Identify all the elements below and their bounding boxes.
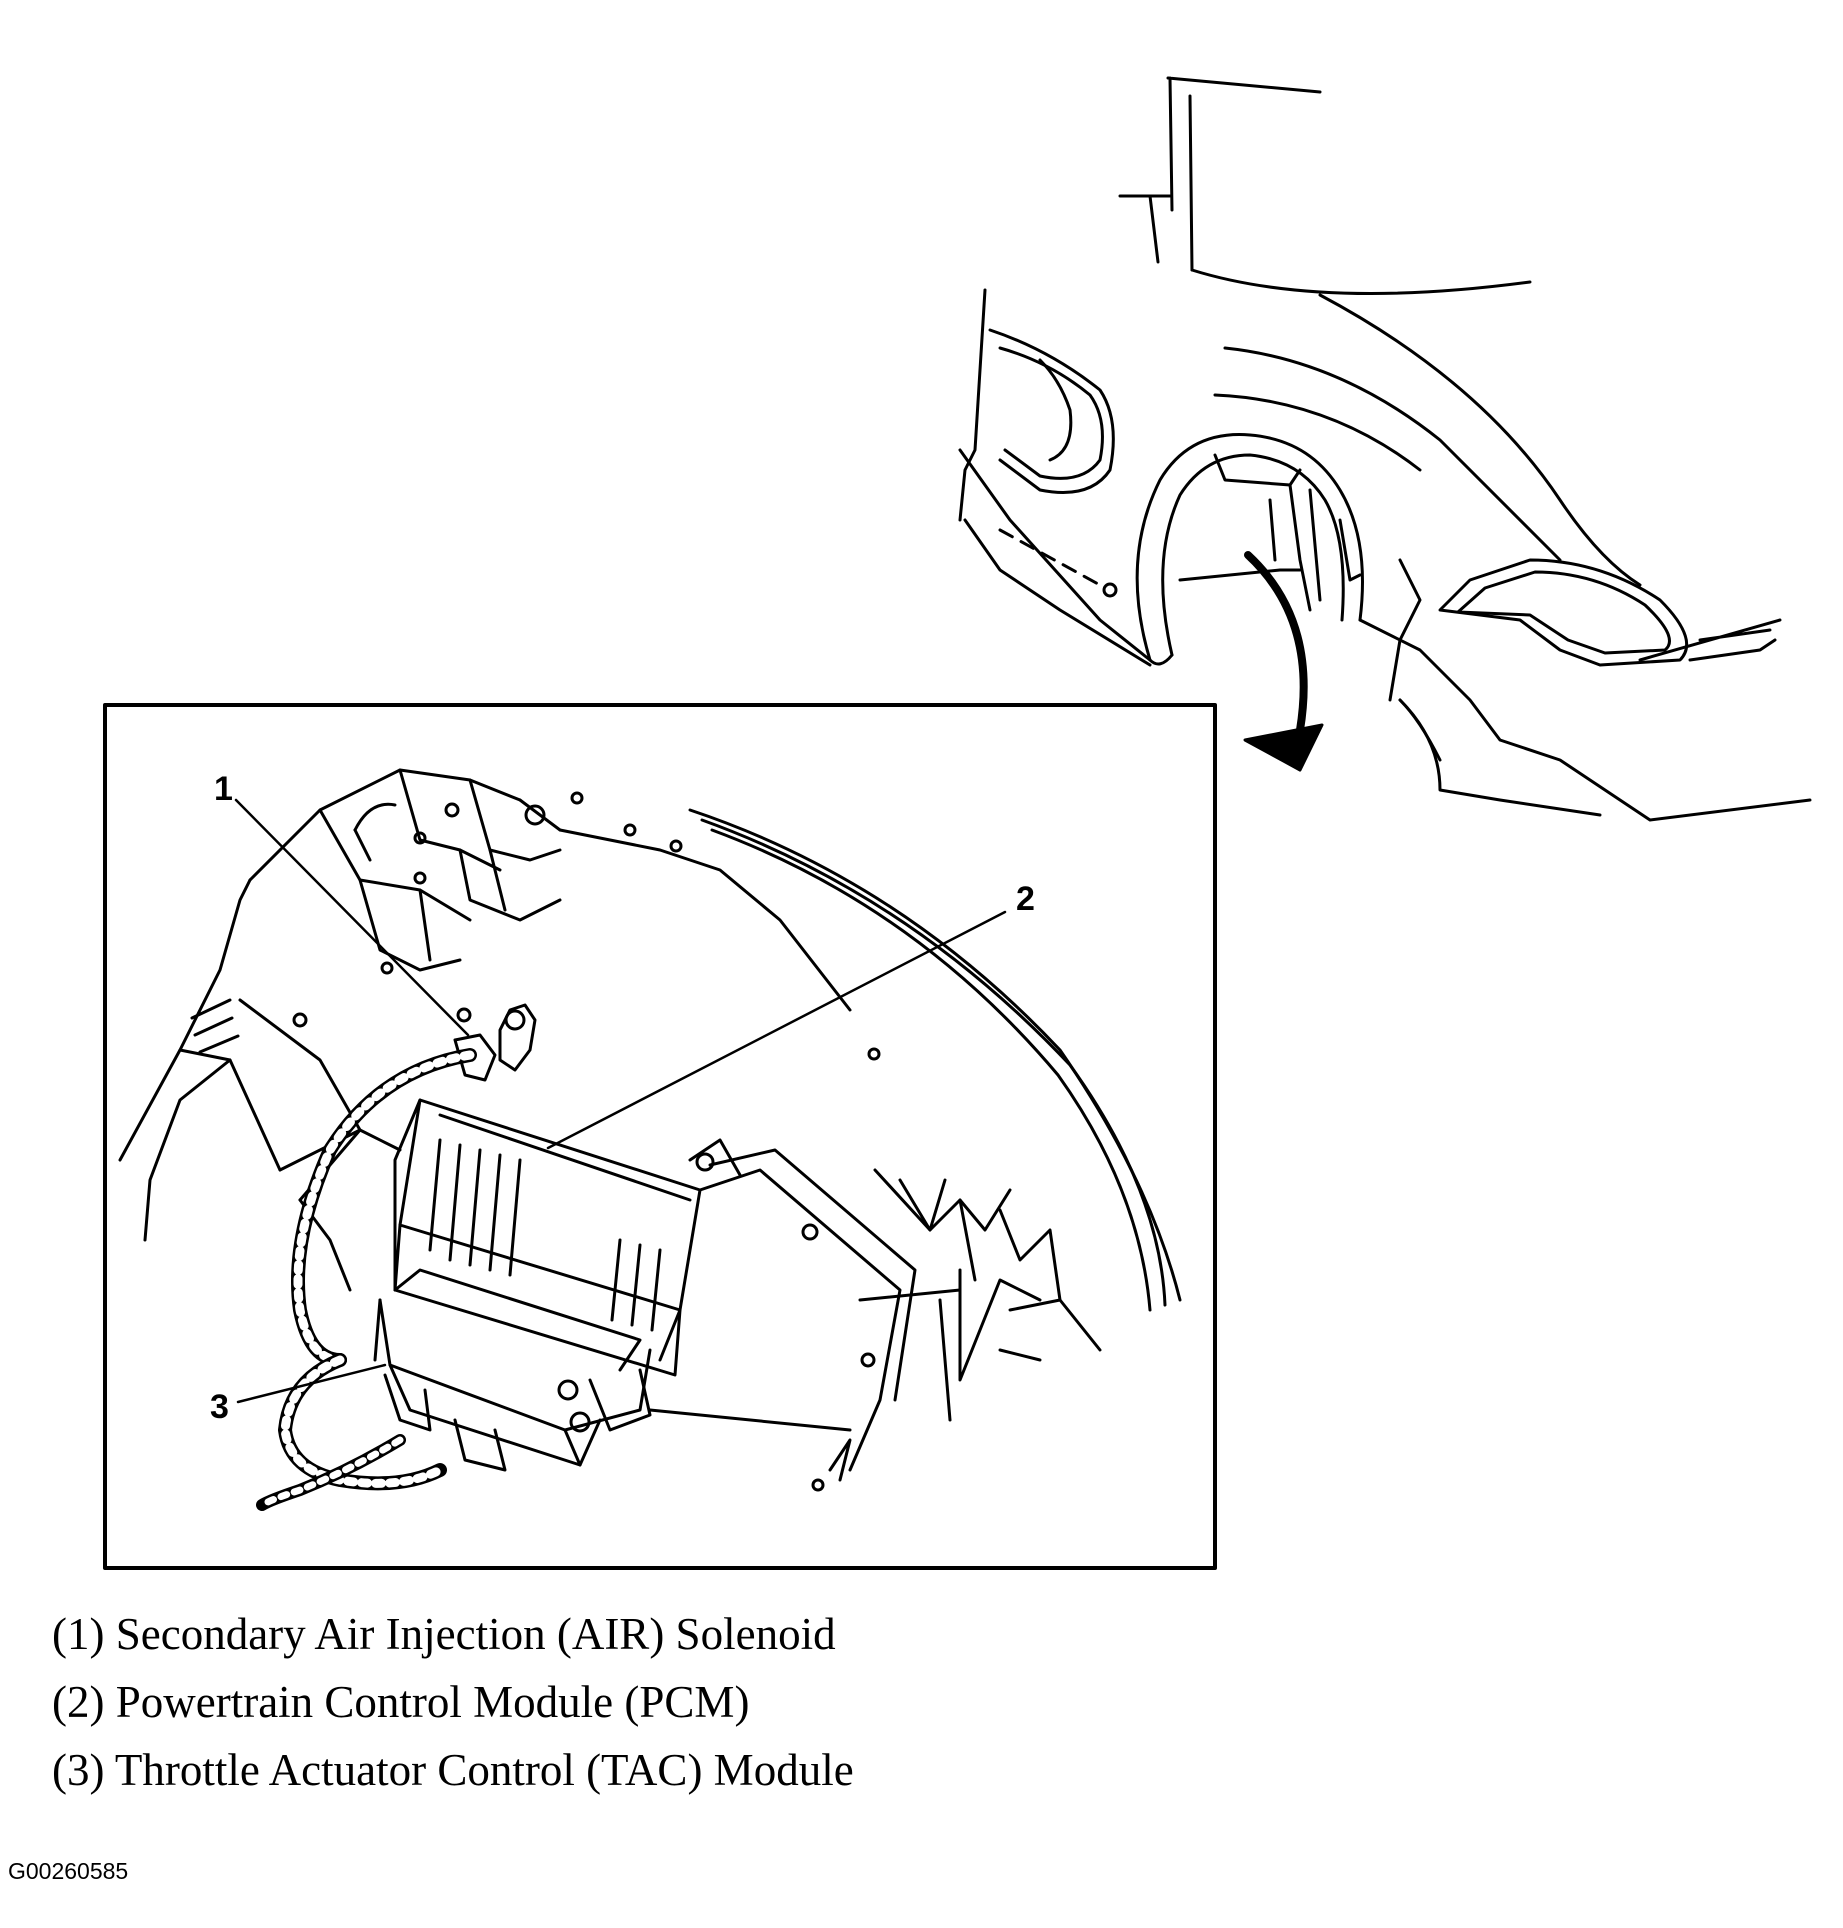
figure-id: G00260585 [8, 1858, 129, 1884]
callout-2: 2 [1016, 880, 1035, 918]
callout-3: 3 [210, 1388, 229, 1426]
detail-inset: 1 2 3 [103, 703, 1217, 1570]
callout-1: 1 [214, 770, 233, 808]
vehicle-overview [958, 76, 1812, 822]
legend-item-air-solenoid: (1) Secondary Air Injection (AIR) Soleno… [52, 1609, 836, 1659]
legend-item-tac-module: (3) Throttle Actuator Control (TAC) Modu… [52, 1745, 854, 1795]
legend-item-pcm: (2) Powertrain Control Module (PCM) [52, 1677, 750, 1727]
component-legend: (1) Secondary Air Injection (AIR) Soleno… [52, 1600, 1252, 1804]
